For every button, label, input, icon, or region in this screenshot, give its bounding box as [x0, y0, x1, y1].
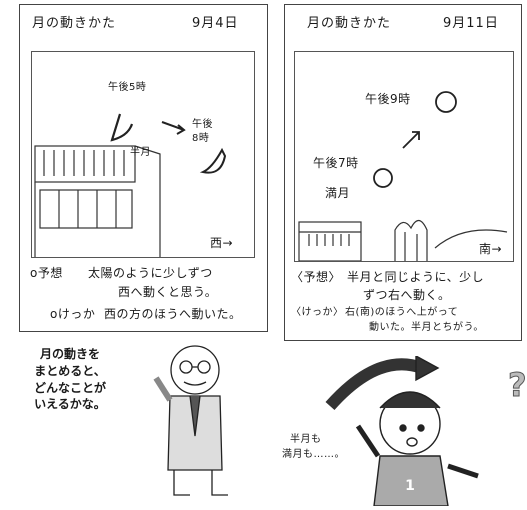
left-prediction-line1: 太陽のように少しずつ: [88, 266, 213, 280]
full-moon-7pm: [373, 168, 393, 188]
label-5pm: 午後5時: [108, 82, 147, 93]
direction-west: 西→: [210, 236, 234, 250]
left-observation-card: 月の動きかた 9月4日 午後5時: [19, 4, 268, 332]
teacher-illustration: [153, 345, 228, 496]
jersey-number: 1: [405, 478, 415, 494]
caption-line3: どんなことが: [33, 380, 106, 395]
right-result-line2: 動いた。半月とちがう。: [369, 322, 484, 333]
caption-line4: いえるかな。: [34, 397, 106, 412]
caption-line1: 月の動きを: [39, 347, 100, 361]
left-result-text: 西の方のほうへ動いた。: [104, 307, 242, 321]
boy-illustration: 1 ?: [325, 356, 527, 506]
left-card-date: 9月4日: [192, 16, 239, 31]
right-prediction-line1: 半月と同じように、少し: [347, 270, 485, 284]
right-prediction-line2: ずつ右へ動く。: [363, 288, 451, 302]
left-card-title: 月の動きかた: [32, 16, 117, 31]
left-sketch-drawing: [34, 113, 227, 257]
left-sketch-frame: [31, 51, 255, 258]
right-result-line1: 右(南)のほうへ上がって: [345, 307, 459, 318]
label-9pm: 午後9時: [365, 92, 411, 106]
right-sketch-drawing: [298, 91, 508, 261]
half-moon-8pm: [199, 147, 227, 174]
left-prediction-line2: 西へ動くと思う。: [118, 285, 218, 299]
right-card-title: 月の動きかた: [307, 16, 392, 31]
label-8pm-line2: 8時: [192, 133, 210, 144]
direction-south: 南→: [479, 242, 503, 256]
label-fullmoon: 満月: [325, 186, 351, 200]
label-7pm: 午後7時: [313, 156, 359, 170]
moon-path-arrow-up: [402, 131, 420, 149]
question-mark-icon: ?: [508, 366, 527, 404]
summary-question: 月の動きを まとめると、 どんなことが いえるかな。: [10, 346, 130, 413]
right-result-label: 〈けっか〉: [291, 307, 344, 318]
moon-path-arrow: [161, 121, 186, 135]
boy-speech-line1: 半月も: [290, 434, 322, 445]
boy-speech-line2: 満月も……。: [282, 449, 345, 460]
left-prediction-label: o予想: [30, 266, 63, 280]
full-moon-9pm: [435, 91, 457, 113]
label-8pm-line1: 午後: [192, 119, 213, 130]
half-moon-5pm: [110, 113, 134, 142]
label-halfmoon: 半月: [130, 147, 151, 158]
right-prediction-label: 〈予想〉: [291, 270, 342, 284]
caption-line2: まとめると、: [34, 363, 106, 378]
left-buildings: [34, 145, 161, 257]
right-sketch-frame: [294, 51, 514, 262]
right-card-date: 9月11日: [443, 16, 499, 31]
right-observation-card: 月の動きかた 9月11日 午後9時 午後7時 満月 南→ 〈予想〉 半月と同じよ…: [284, 4, 522, 341]
left-result-label: oけっか: [50, 307, 96, 321]
right-buildings: [298, 219, 508, 261]
